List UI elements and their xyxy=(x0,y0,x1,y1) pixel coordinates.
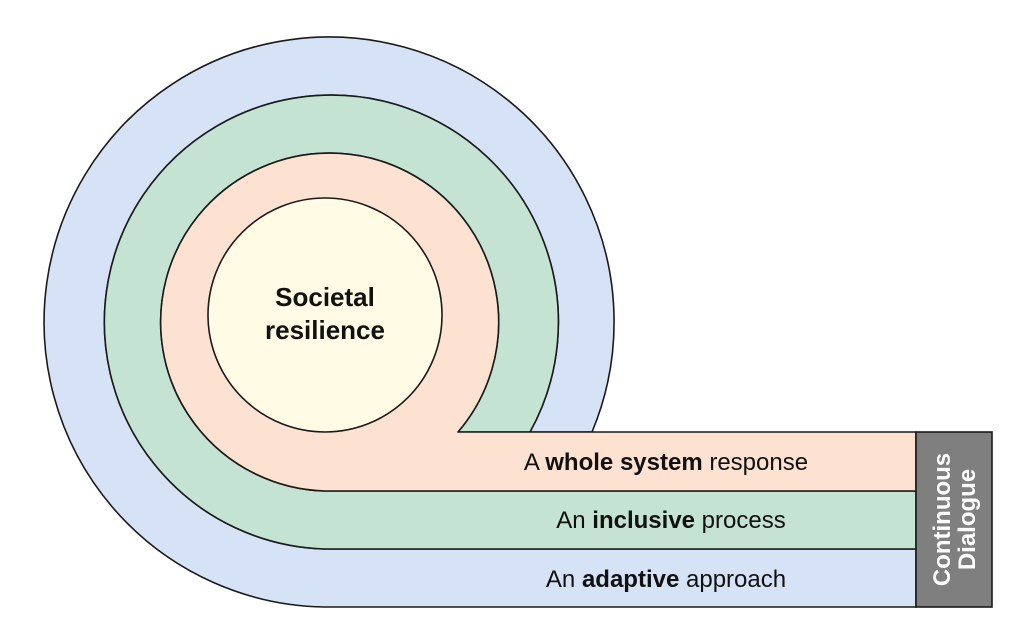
dialogue-line1: Continuous xyxy=(929,453,956,586)
band-label-whole-system: A whole system response xyxy=(524,449,808,476)
center-label-line2: resilience xyxy=(265,315,385,345)
continuous-dialogue-label: Continuous Dialogue xyxy=(929,453,981,586)
dialogue-line2: Dialogue xyxy=(954,469,981,570)
band-label-adaptive: An adaptive approach xyxy=(546,566,786,593)
band-label-inclusive: An inclusive process xyxy=(556,507,785,534)
continuous-dialogue-box xyxy=(915,431,993,608)
center-label-line1: Societal xyxy=(275,282,375,312)
societal-resilience-circle xyxy=(207,197,443,433)
